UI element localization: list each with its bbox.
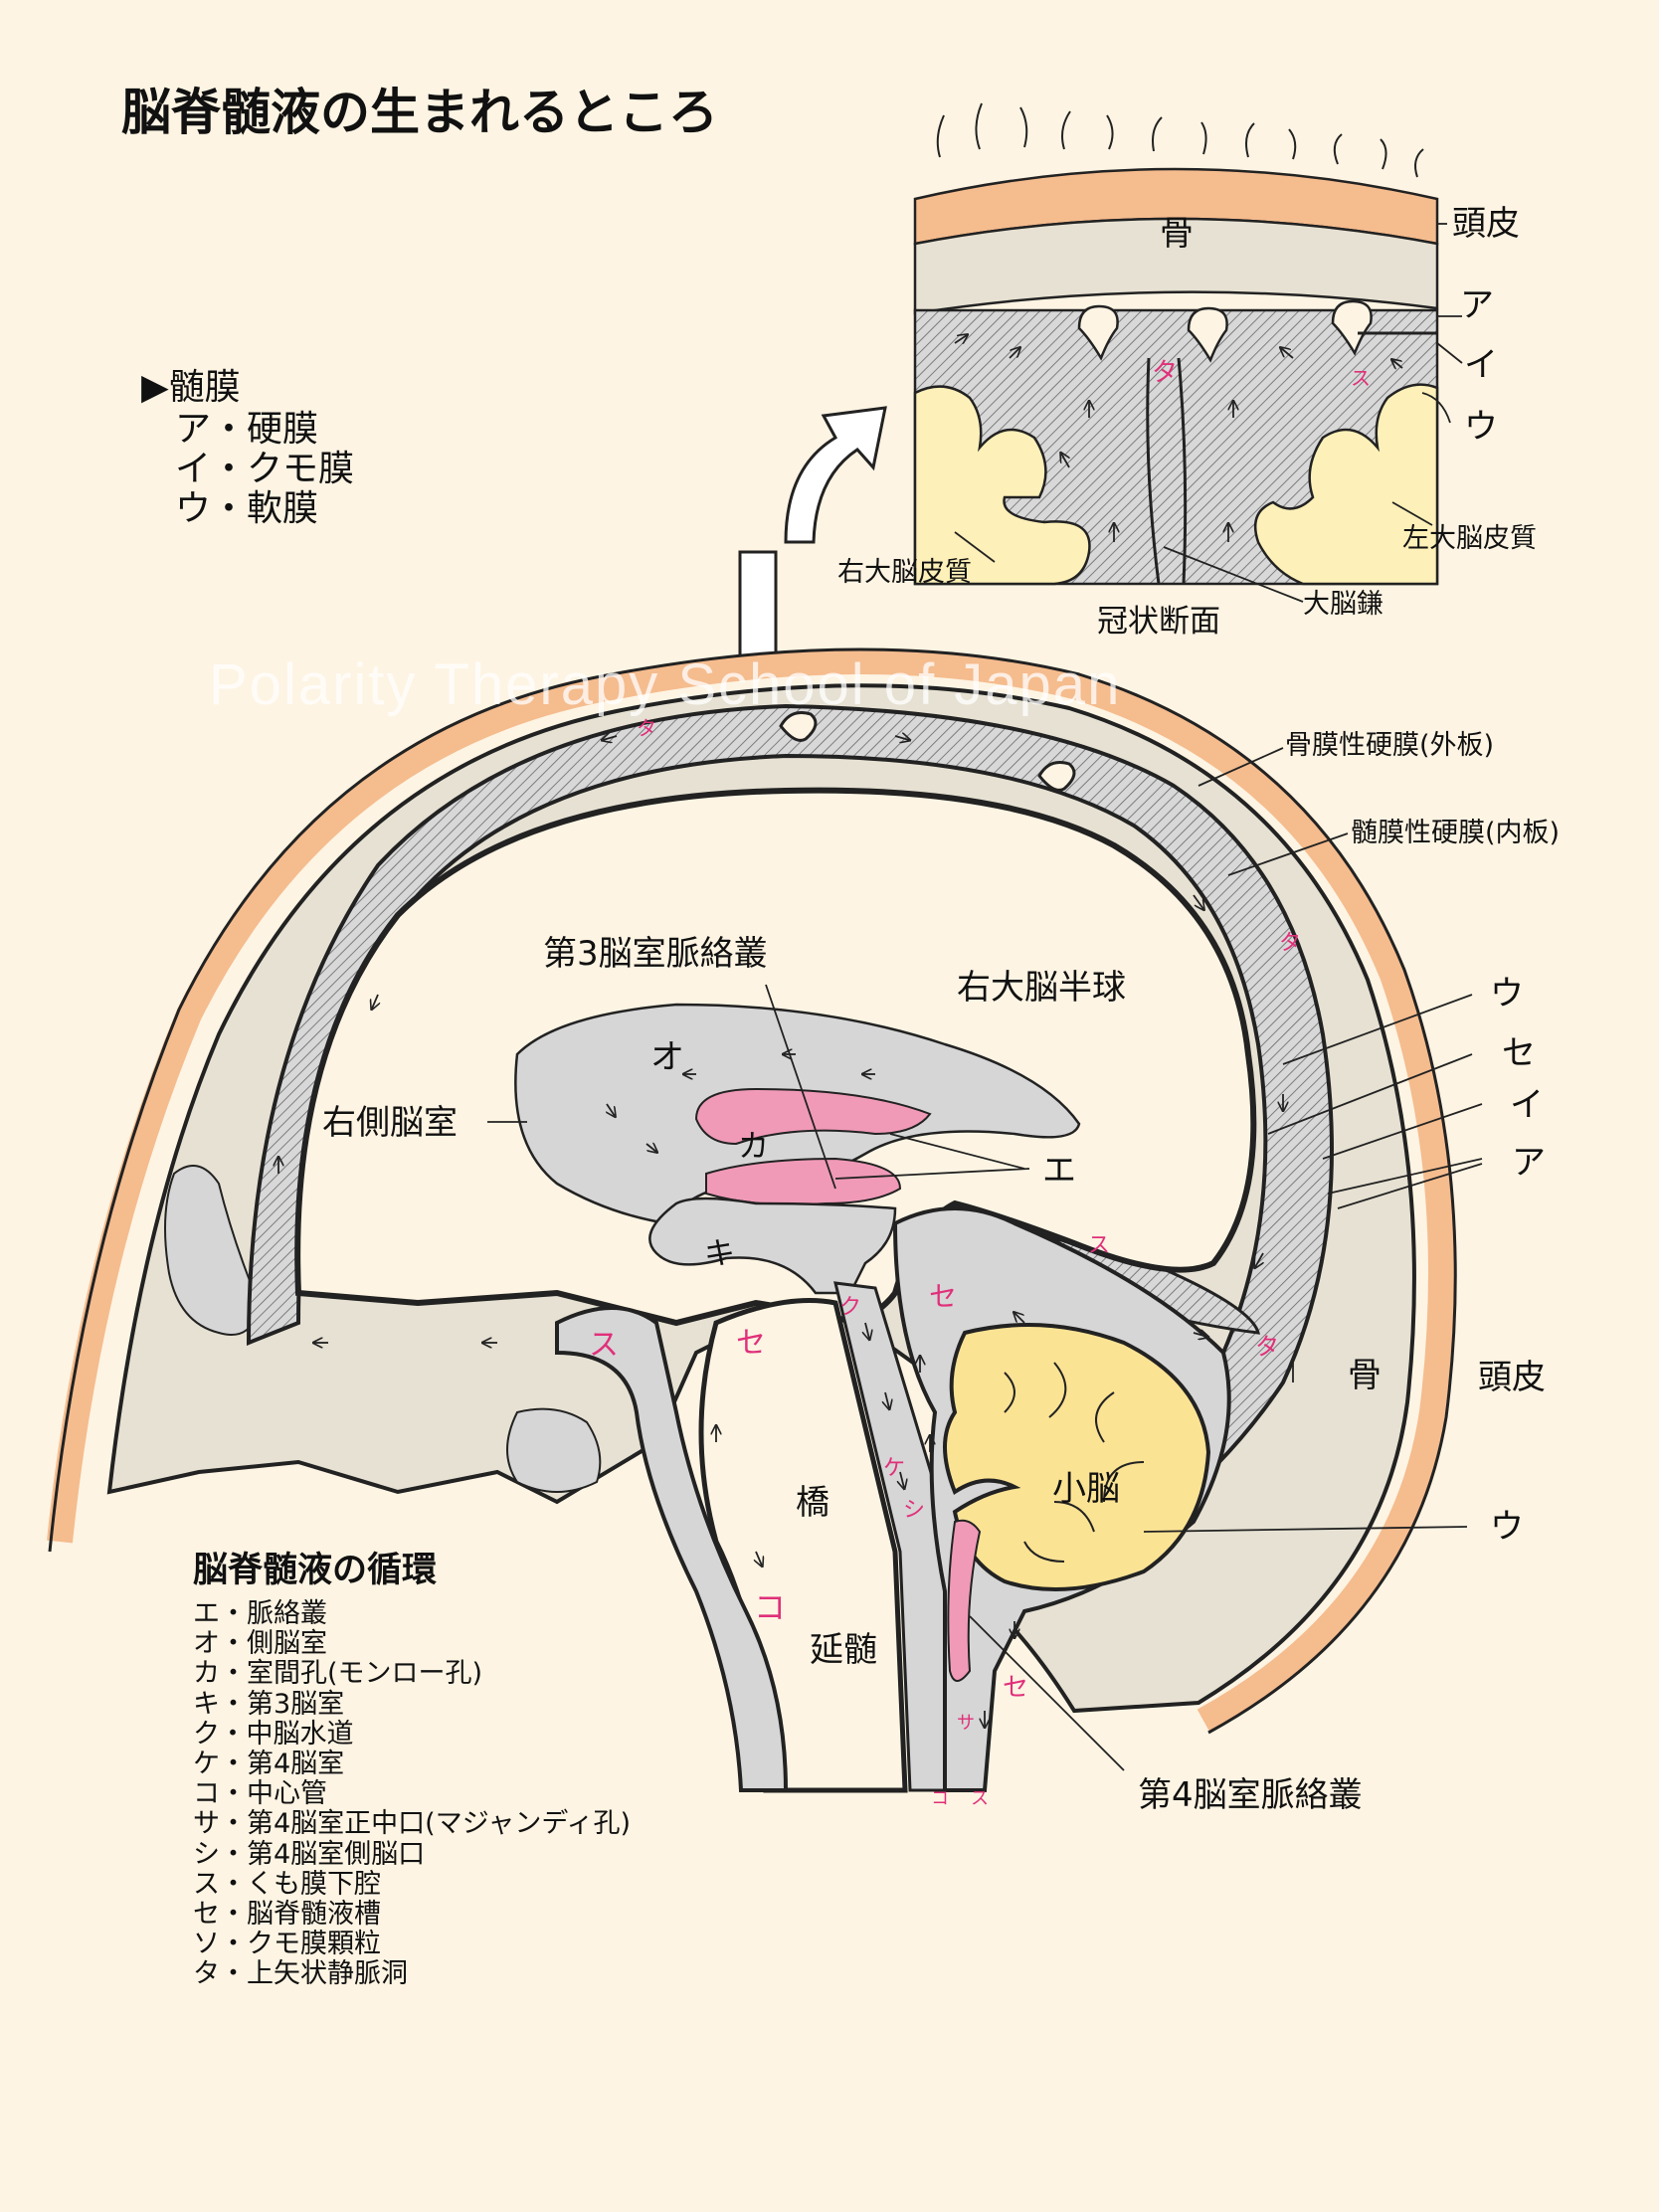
label-u-1: ウ (1490, 974, 1524, 1014)
marker: ク (839, 1295, 862, 1320)
circulation-item: セ・脳脊髄液槽 (193, 1899, 381, 1931)
meninges-header: ▶髄膜 (141, 367, 241, 408)
page-title: 脳脊髄液の生まれるところ (121, 84, 718, 141)
inset-left-cortex-label: 左大脳皮質 (1402, 523, 1537, 554)
marker: サ (957, 1713, 975, 1734)
hemisphere-label: 右大脳半球 (957, 968, 1126, 1008)
circulation-item: キ・第3脳室 (193, 1688, 345, 1720)
meninges-item: ウ・軟膜 (175, 488, 319, 529)
inset-left-cortex (1253, 383, 1439, 586)
marker: コ (931, 1788, 949, 1809)
marker: ス (589, 1328, 619, 1363)
inset-marker-su: ス (1351, 366, 1371, 390)
marker: コ (754, 1588, 787, 1626)
marker: シ (903, 1498, 926, 1523)
main-flow-arrows (278, 736, 1283, 1727)
circulation-item: エ・脈絡叢 (193, 1598, 327, 1629)
marker: セ (736, 1326, 766, 1361)
main-leaders (487, 747, 1483, 1771)
inset-flow-arrows (954, 335, 1403, 542)
circulation-item: シ・第4脳室側脳口 (193, 1838, 426, 1870)
periosteal-dura-label: 骨膜性硬膜(外板) (1285, 730, 1495, 761)
zoom-arrow (784, 406, 887, 544)
label-ki: キ (704, 1236, 735, 1272)
inset-label-u: ウ (1464, 407, 1498, 447)
marker: ス (971, 1788, 989, 1809)
choroid-plexus-4 (947, 1519, 982, 1682)
inset-label-a: ア (1460, 285, 1494, 325)
choroid-3-label: 第3脳室脈絡叢 (543, 934, 768, 974)
marker: タ (1279, 931, 1302, 956)
third-ventricle (648, 1197, 897, 1295)
circulation-item: カ・室間孔(モンロー孔) (193, 1658, 483, 1690)
sinus-patch-2 (506, 1407, 602, 1493)
label-a: ア (1512, 1143, 1546, 1183)
marker: ケ (883, 1456, 906, 1481)
inset-section-label: 冠状断面 (1097, 604, 1220, 640)
label-i: イ (1510, 1085, 1544, 1125)
meninges-item: イ・クモ膜 (175, 449, 355, 489)
cerebellum-label: 小脳 (1052, 1469, 1120, 1509)
sagittal-section (0, 647, 1483, 2212)
circulation-list: エ・脈絡叢 オ・側脳室 カ・室間孔(モンロー孔) キ・第3脳室 ク・中脳水道 ケ… (193, 1598, 632, 1990)
circulation-item: ソ・クモ膜顆粒 (193, 1929, 381, 1960)
hair-strands (936, 102, 1424, 178)
circulation-item: オ・側脳室 (193, 1628, 327, 1660)
circulation-item: コ・中心管 (193, 1778, 327, 1810)
inset-leaders (954, 223, 1463, 603)
circulation-item: ケ・第4脳室 (193, 1749, 345, 1780)
inset-bone (913, 217, 1439, 315)
circulation-item: ク・中脳水道 (193, 1718, 354, 1750)
sinus-patch (164, 1165, 261, 1336)
circulation-item: ス・くも膜下腔 (193, 1868, 381, 1900)
inset-falx-label: 大脳鎌 (1303, 589, 1383, 620)
cerebellum-folia (1004, 1362, 1145, 1563)
choroid-plexus-3 (694, 1087, 932, 1146)
inset-label-i: イ (1464, 345, 1498, 385)
inset-marker-ta: タ (1152, 358, 1179, 388)
marker: セ (929, 1280, 958, 1313)
meninges-item: ア・硬膜 (175, 409, 319, 450)
medulla-label: 延髄 (810, 1630, 877, 1670)
main-scalp-label: 頭皮 (1478, 1358, 1546, 1397)
granulations (779, 711, 1076, 792)
label-e: エ (1042, 1151, 1076, 1191)
scalp-band (47, 648, 1454, 1733)
cerebellum (943, 1323, 1211, 1591)
inset-bone-label: 骨 (1160, 214, 1194, 254)
inset-scalp-label: 頭皮 (1452, 204, 1520, 244)
circulation-item: サ・第4脳室正中口(マジャンディ孔) (193, 1808, 632, 1840)
inset-granulations (1077, 299, 1373, 363)
label-ka: カ (738, 1129, 769, 1165)
marker: タ (637, 716, 656, 740)
marker: セ (1003, 1673, 1029, 1703)
label-se: セ (1502, 1033, 1536, 1073)
pons-label: 橋 (796, 1483, 830, 1523)
circulation-title: 脳脊髄液の循環 (193, 1551, 438, 1590)
label-o: オ (650, 1037, 684, 1077)
marker: ス (1088, 1233, 1111, 1258)
inset-section (913, 102, 1463, 603)
inset-right-cortex-label: 右大脳皮質 (837, 557, 972, 588)
meningeal-dura-label: 髄膜性硬膜(内板) (1351, 818, 1561, 848)
lateral-ventricle-label: 右側脳室 (322, 1103, 458, 1143)
circulation-item: タ・上矢状静脈洞 (193, 1958, 408, 1990)
cistern-anterior (555, 1306, 789, 1792)
choroid-4-label: 第4脳室脈絡叢 (1138, 1775, 1363, 1815)
watermark: Polarity Therapy School of Japan (209, 652, 1122, 717)
marker: タ (1255, 1333, 1279, 1361)
main-bone-label: 骨 (1348, 1356, 1382, 1395)
label-u-2: ウ (1490, 1507, 1524, 1547)
